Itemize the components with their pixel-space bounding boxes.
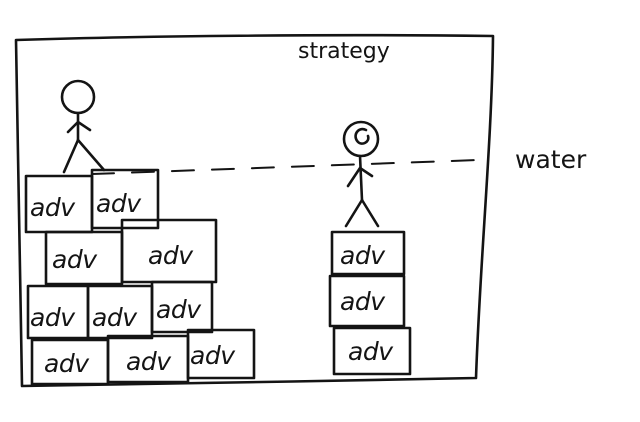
arms [66, 120, 92, 134]
svg-text:adv: adv [44, 349, 90, 378]
brick: adv [24, 174, 94, 234]
frame [14, 33, 495, 388]
head [60, 79, 96, 115]
arms [346, 166, 374, 188]
brick: adv [44, 230, 124, 286]
brick: adv [86, 284, 154, 340]
stick-figure-left [60, 79, 106, 174]
brick: adv [186, 328, 256, 380]
brick: adv [120, 218, 218, 284]
svg-text:adv: adv [148, 241, 194, 270]
brick: adv [90, 168, 160, 230]
svg-text:adv: adv [348, 337, 394, 366]
diagram-title: strategy [298, 39, 390, 64]
head [342, 120, 380, 158]
svg-text:adv: adv [30, 193, 76, 222]
body [358, 154, 364, 202]
svg-text:adv: adv [92, 303, 138, 332]
svg-text:adv: adv [52, 245, 98, 274]
brick: adv [30, 338, 110, 386]
head-swirl [354, 127, 370, 145]
left-brick-stack: adv adv adv adv adv adv adv [24, 168, 256, 386]
right-brick-stack: adv adv adv [328, 230, 412, 376]
svg-text:adv: adv [340, 287, 386, 316]
svg-text:adv: adv [96, 189, 142, 218]
brick: adv [26, 284, 90, 340]
svg-text:adv: adv [126, 347, 172, 376]
svg-text:adv: adv [190, 341, 236, 370]
brick: adv [150, 280, 214, 334]
legs [62, 138, 106, 174]
brick: adv [330, 230, 406, 276]
brick: adv [332, 326, 412, 376]
brick: adv [106, 334, 190, 384]
water-line [91, 159, 479, 175]
brick: adv [328, 274, 406, 328]
svg-text:adv: adv [156, 295, 202, 324]
svg-text:adv: adv [340, 241, 386, 270]
legs [344, 198, 380, 228]
svg-text:adv: adv [30, 303, 76, 332]
water-label: water [515, 145, 587, 174]
stick-figure-right [342, 120, 380, 228]
